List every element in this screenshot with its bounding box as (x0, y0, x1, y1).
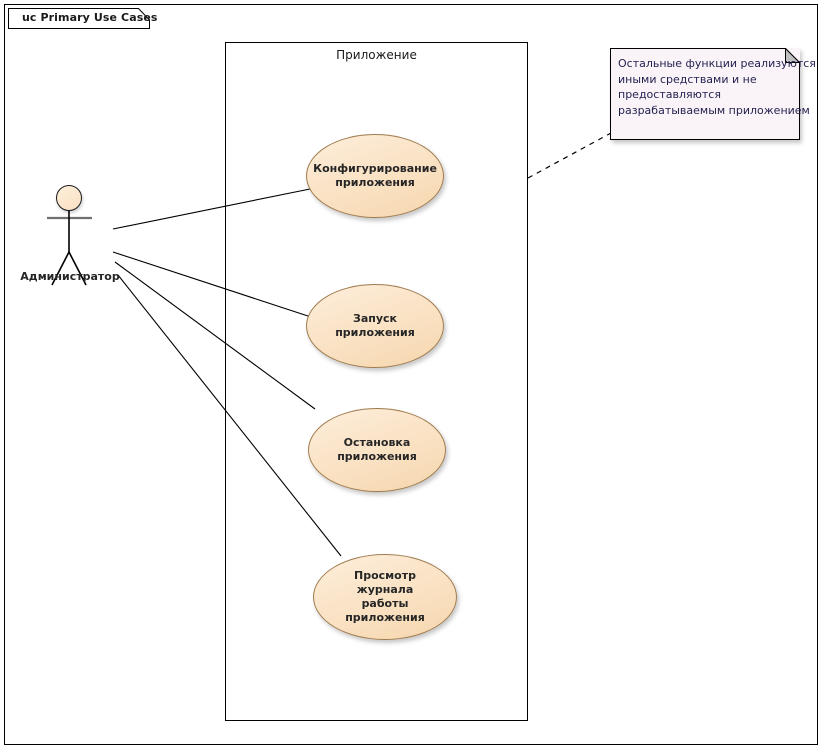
diagram-title: uc Primary Use Cases (22, 11, 158, 24)
note-line: иными средствами и не (618, 72, 757, 86)
actor-head-icon (56, 185, 82, 211)
note-line: Остальные функции реализуются (618, 57, 816, 70)
actor-leg-right (68, 251, 87, 286)
note-line: разрабатываемым приложением (618, 103, 810, 117)
system-boundary-box (225, 42, 528, 721)
actor-leg-left (51, 251, 70, 286)
note-line: предоставляются (618, 88, 721, 101)
association-configure (112, 188, 311, 230)
actor-label: Администратор (20, 270, 120, 283)
system-boundary-label: Приложение (336, 48, 417, 62)
use-case-label: Конфигурирование приложения (313, 162, 437, 189)
note-anchor-line (527, 132, 612, 179)
use-case-view-log[interactable]: Просмотр журнала работы приложения (313, 554, 457, 640)
use-case-label: Запуск приложения (335, 312, 415, 339)
use-case-label: Остановка приложения (337, 436, 417, 463)
diagram-frame-tab: uc Primary Use Cases (8, 8, 157, 29)
use-case-start[interactable]: Запуск приложения (306, 284, 444, 368)
note-box[interactable]: Остальные функции реализуются иными сред… (610, 48, 816, 140)
association-start (112, 251, 312, 318)
association-view-log (117, 274, 342, 557)
note-text: Остальные функции реализуются иными сред… (618, 56, 816, 118)
association-stop (114, 261, 316, 410)
use-case-stop[interactable]: Остановка приложения (308, 408, 446, 492)
use-case-configure[interactable]: Конфигурирование приложения (306, 134, 444, 218)
use-case-label: Просмотр журнала работы приложения (345, 569, 425, 624)
